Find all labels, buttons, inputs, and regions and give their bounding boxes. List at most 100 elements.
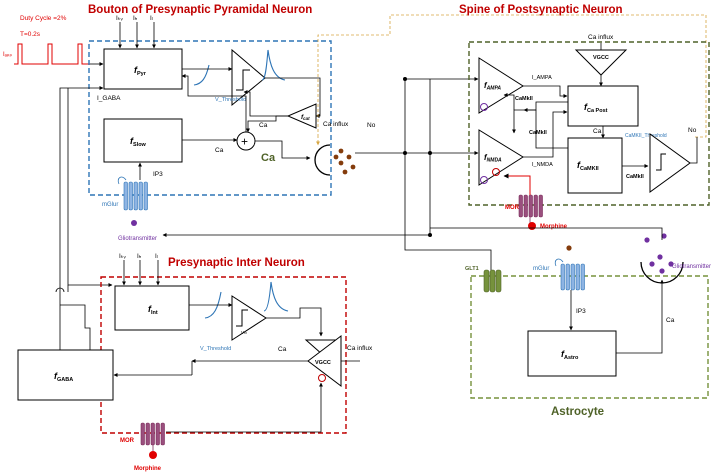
f-cat-block: fcat [286, 103, 317, 129]
mor-receptor-2 [140, 422, 165, 446]
ca-influx-3: Ca influx [347, 345, 373, 352]
astrocyte-title: Astrocyte [551, 406, 604, 418]
f-ampa-label: fAMPA [484, 81, 501, 92]
inter-vgcc: VGCC [304, 334, 342, 388]
int-spike-icon [263, 281, 289, 312]
i-kv-label-2: Iₖᵥ [119, 253, 127, 260]
mglur-label-2: mGlur [533, 266, 549, 272]
nmda-channel-icon [492, 168, 500, 176]
gliotransmitter-release [640, 233, 684, 284]
i-app-label: Iₐₚₚ [3, 52, 12, 58]
spine-vgcc: VGCC [574, 49, 628, 76]
f-capost-label: fCa Post [584, 102, 608, 114]
f-nmda-label: fNMDA [484, 153, 502, 164]
gliotransmitter-label-2: Gliotransmitter [672, 264, 711, 270]
i-h-label: Iₕ [133, 15, 138, 22]
ca-label-3: Ca [593, 128, 602, 135]
ca-influx-1: Ca influx [323, 121, 349, 128]
camkii-label-3: CaMkII [626, 174, 644, 180]
vesicle [350, 164, 356, 170]
f-slow-label: fSlow [130, 136, 147, 148]
morphine-label-2: Morphine [134, 466, 162, 472]
presynaptic-terminal [314, 144, 356, 176]
mglur-receptor-2 [554, 258, 585, 291]
f-astro-block [527, 330, 617, 377]
mglur-receptor-1 [117, 176, 148, 211]
gaba-feedback-line [59, 86, 104, 362]
ca-region-label: Ca [261, 152, 276, 164]
inter-title: Presynaptic Inter Neuron [168, 257, 305, 269]
vesicle [338, 148, 344, 154]
glutamate-dot [566, 245, 572, 251]
ca-influx-2: Ca influx [588, 34, 614, 41]
vesicle [333, 154, 339, 160]
morphine-dot-1 [528, 222, 536, 230]
f-gaba-block [17, 349, 114, 401]
plus-sign: + [241, 135, 248, 149]
mor-receptor-1 [518, 194, 543, 218]
glt1-label: GLT1 [465, 266, 479, 272]
spine-comparator [649, 133, 691, 193]
v-threshold-2: V_Threshold [200, 346, 231, 352]
v-th-small: Vₜₕ [241, 330, 247, 335]
nmda-channel-icon-2 [480, 176, 488, 184]
gliotransmitter-dot-1 [131, 220, 137, 226]
ca-label-5: Ca [666, 317, 675, 324]
i-ampa-label: I_AMPA [532, 75, 552, 81]
pyr-spike-icon [261, 49, 286, 81]
vesicle [346, 154, 352, 160]
camkii-label-2: CaMkII [529, 130, 547, 136]
camkii-label-1: CaMkII [515, 96, 533, 102]
duty-cycle-label: Duty Cycle =2% [20, 15, 67, 22]
gliotransmitter-vesicle [649, 261, 655, 267]
astrocyte-region [470, 275, 709, 399]
int-voltage-curve [204, 291, 222, 319]
camkii-threshold-label: CaMKII_Threshold [625, 133, 667, 139]
gliotransmitter-vesicle [661, 233, 667, 239]
gliotransmitter-vesicle [644, 237, 650, 243]
pyr-comparator: V_Threshold [215, 48, 266, 107]
i-h-label-2: Iₕ [137, 253, 142, 260]
i-nmda-label: I_NMDA [532, 162, 553, 168]
f-pyr-label: fPyr [134, 65, 147, 77]
summing-junction: + [236, 131, 256, 151]
pyr-voltage-curve [193, 64, 210, 86]
pyr-input-currents: Iₖᵥ Iₕ Iₗ [116, 15, 156, 49]
f-nmda-block: fNMDA [478, 129, 524, 186]
ca-label-1: Ca [259, 122, 268, 129]
gliotransmitter-vesicle [659, 268, 665, 274]
int-input-currents: Iₖᵥ Iₕ Iₗ [119, 253, 160, 286]
morphine-label-1: Morphine [540, 224, 568, 230]
gliotransmitter-vesicle [668, 261, 674, 267]
ip3-label-1: IP3 [153, 171, 163, 178]
morphine-dot-2 [149, 451, 157, 459]
ca-label-4: Ca [278, 346, 287, 353]
f-int-label: fInt [148, 304, 158, 316]
ampa-channel-icon [480, 103, 488, 111]
f-camkii-label: fCaMKII [577, 160, 599, 172]
f-pyr-block [103, 48, 183, 90]
bouton-title: Bouton of Presynaptic Pyramidal Neuron [88, 4, 312, 16]
f-gaba-label: fGABA [54, 371, 73, 383]
mglur-label-1: mGlur [102, 202, 118, 208]
pulse-waveform [14, 43, 90, 65]
f-camkii-block [567, 137, 623, 194]
ip3-label-2: IP3 [576, 308, 586, 315]
gliotransmitter-vesicle [657, 254, 663, 260]
ca-label-2: Ca [215, 147, 224, 154]
f-ampa-block: fAMPA [478, 57, 524, 114]
i-kv-label: Iₖᵥ [116, 15, 124, 22]
vgcc-label-1: VGCC [593, 55, 609, 61]
stimulus-pulse-train: Duty Cycle =2% T=0.2s Iₐₚₚ [3, 15, 104, 66]
no-feedback-path [317, 14, 707, 138]
spine-region [468, 41, 710, 206]
i-gaba-label: I_GABA [97, 95, 121, 102]
vesicle [342, 169, 348, 175]
mor-label-2: MOR [120, 438, 135, 444]
vgcc-label-2: VGCC [315, 360, 331, 366]
spine-title: Spine of Postsynaptic Neuron [459, 4, 623, 16]
i-l-label-2: Iₗ [155, 253, 158, 260]
int-comparator: Vₜₕ [231, 295, 267, 341]
f-astro-label: fAstro [561, 349, 579, 361]
